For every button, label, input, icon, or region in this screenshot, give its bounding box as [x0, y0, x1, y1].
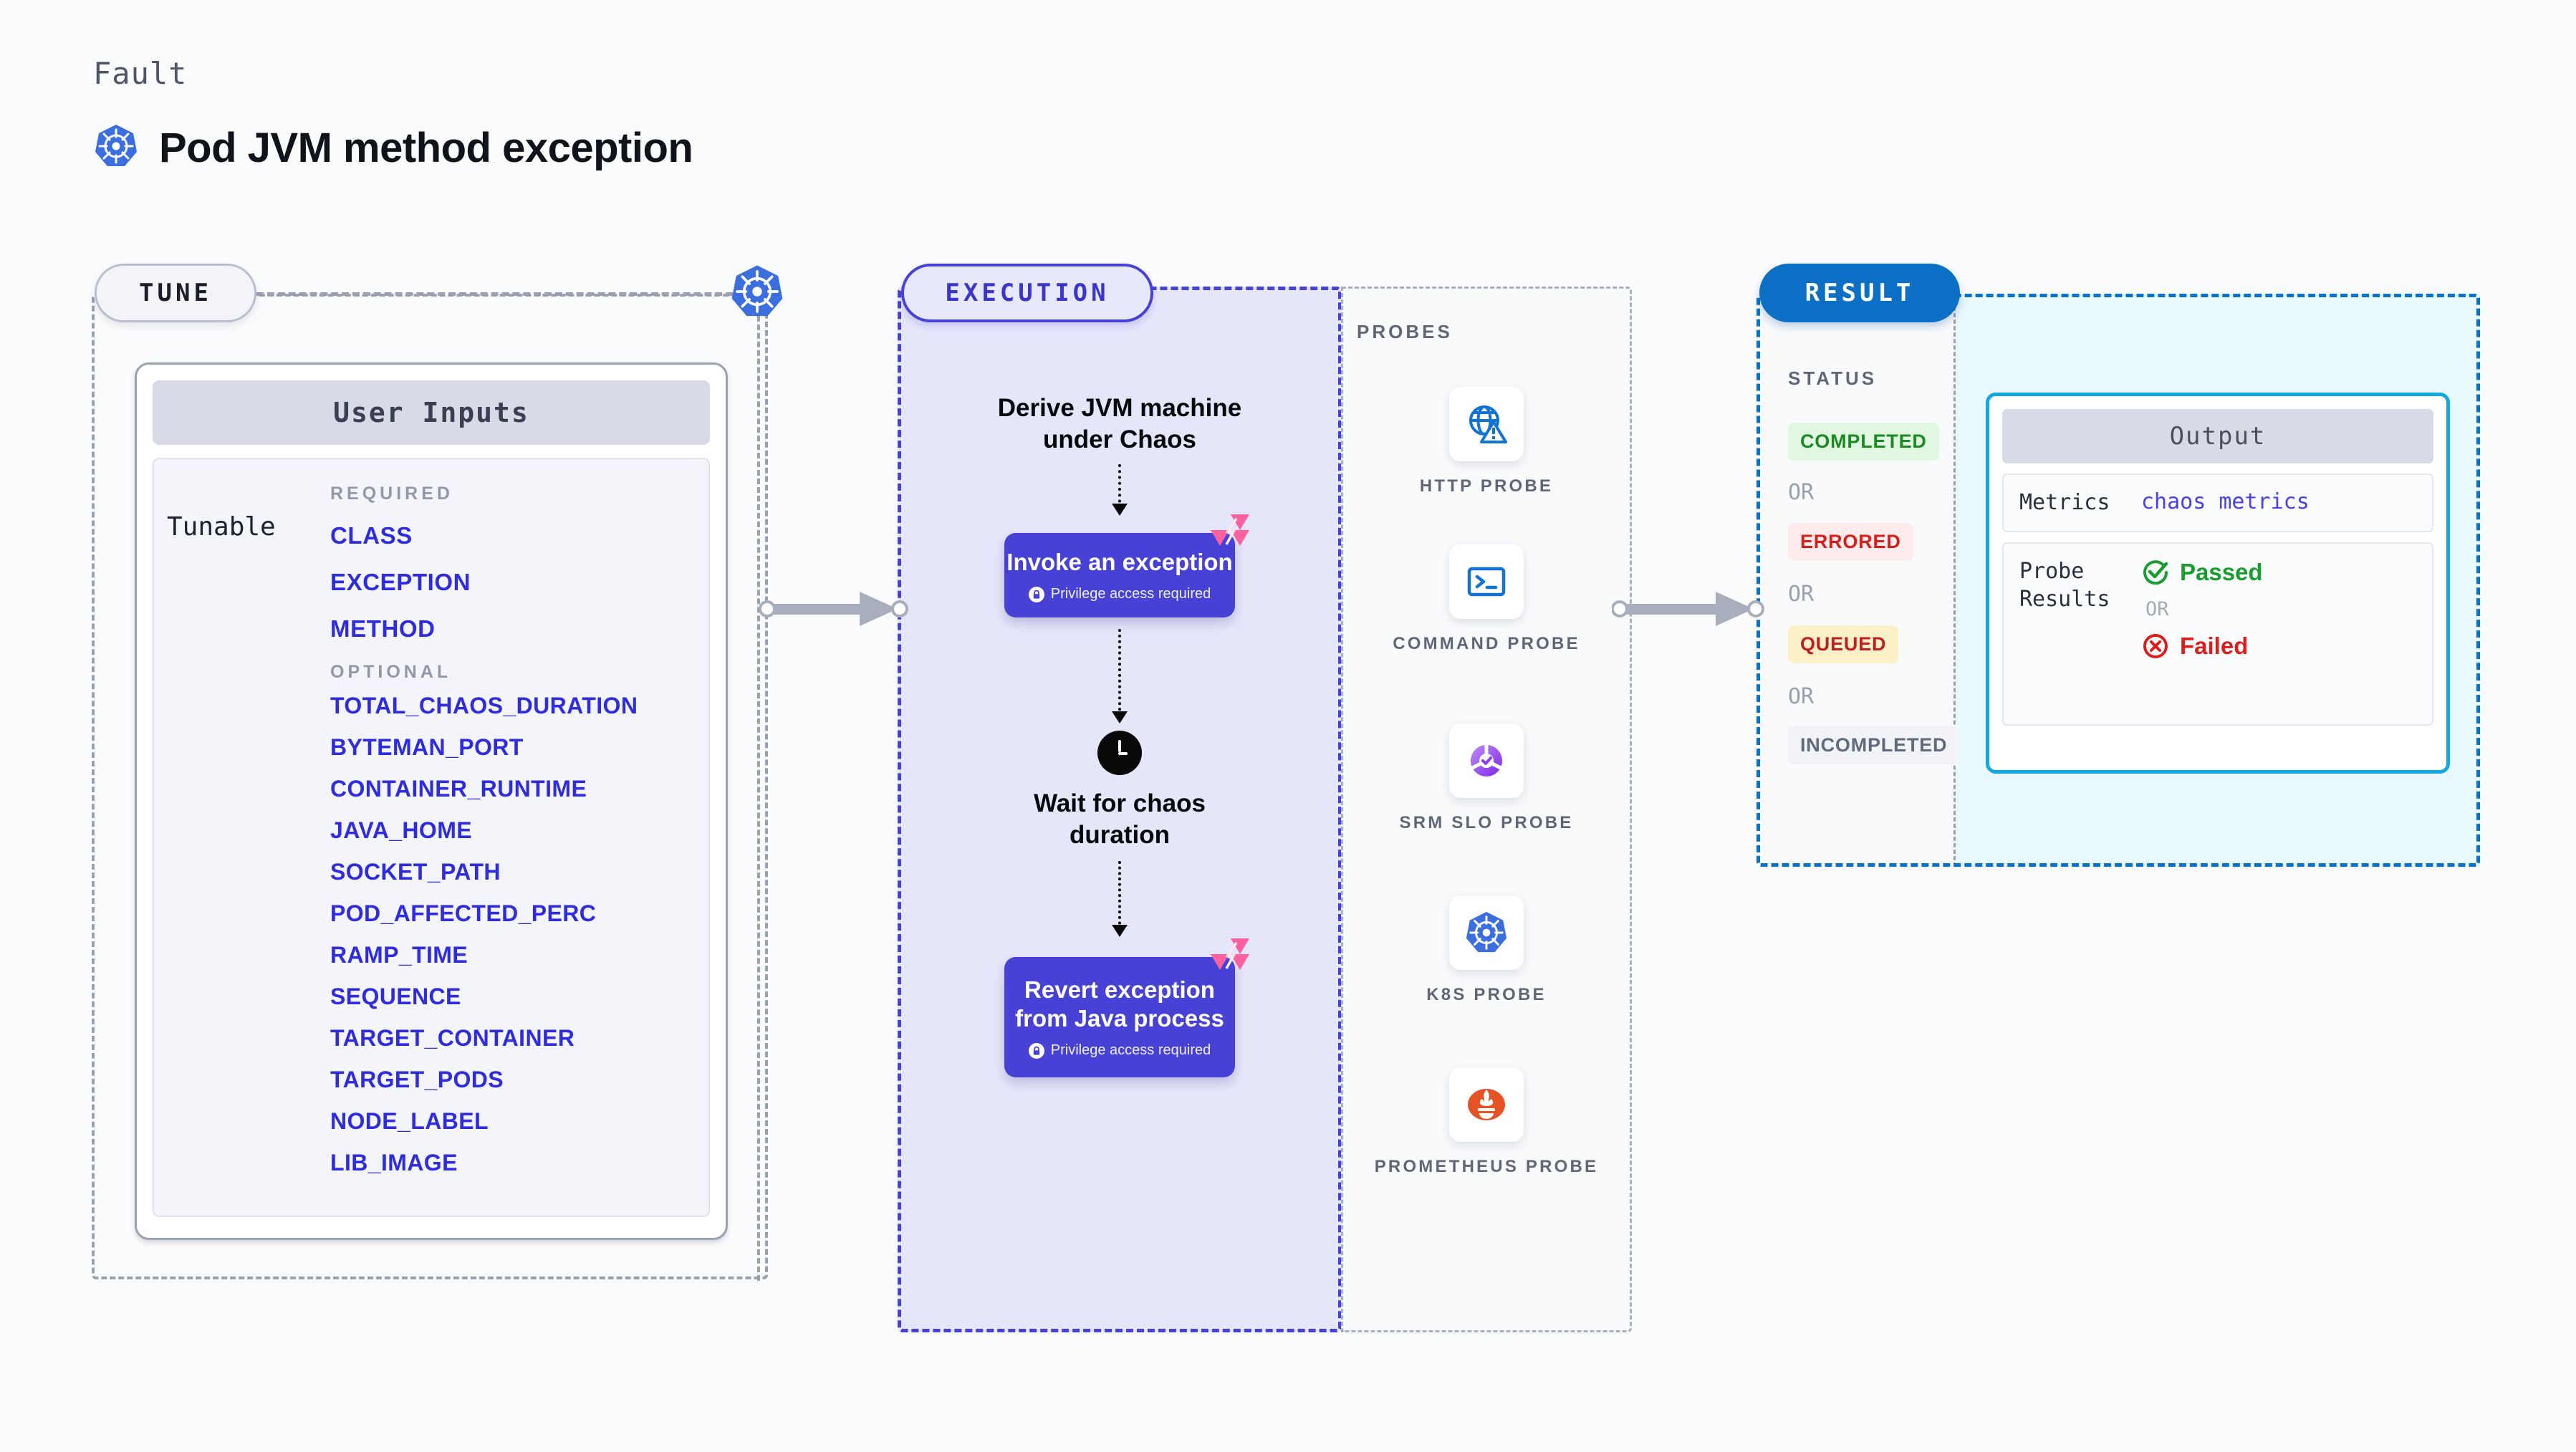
probe-command-caption: COMMAND PROBE [1393, 634, 1580, 653]
stage-pill-execution[interactable]: EXECUTION [901, 264, 1153, 322]
fault-kicker: Fault [93, 56, 188, 91]
param-class[interactable]: CLASS [330, 522, 413, 549]
output-metrics-row: Metrics chaos metrics [2002, 473, 2433, 533]
output-metrics-value[interactable]: chaos metrics [2141, 489, 2310, 514]
clock-icon [1097, 731, 1142, 775]
param-exception[interactable]: EXCEPTION [330, 569, 471, 595]
param-target-container[interactable]: TARGET_CONTAINER [330, 1025, 575, 1051]
user-inputs-card: User Inputs Tunable REQUIRED CLASS EXCEP… [135, 362, 728, 1240]
probe-srm-slo[interactable]: SRM SLO PROBE [1341, 723, 1632, 835]
status-or-3: OR [1788, 684, 1815, 709]
kubernetes-icon [93, 123, 139, 173]
tune-vertical-guide [757, 290, 760, 1281]
check-circle-icon [2143, 560, 2168, 585]
output-card-title: Output [2002, 409, 2433, 463]
status-or-1: OR [1788, 480, 1815, 505]
probes-region [1341, 287, 1632, 1332]
litmus-logo-icon [1209, 513, 1251, 554]
stage-pill-result[interactable]: RESULT [1759, 264, 1960, 322]
output-card: Output Metrics chaos metrics Probe Resul… [1986, 393, 2450, 774]
status-section-label: STATUS [1788, 367, 1878, 389]
lock-icon [1028, 1042, 1044, 1059]
prometheus-icon [1449, 1067, 1524, 1142]
connector-tune-to-execution [759, 587, 910, 634]
status-badge-completed: COMPLETED [1788, 423, 1939, 461]
param-java-home[interactable]: JAVA_HOME [330, 817, 473, 843]
stage-pill-tune[interactable]: TUNE [95, 264, 256, 322]
param-socket-path[interactable]: SOCKET_PATH [330, 859, 501, 885]
required-group-title: REQUIRED [330, 484, 453, 504]
tune-horizontal-guide [256, 292, 744, 296]
output-metrics-key: Metrics [2019, 490, 2110, 515]
stage-pill-execution-label: EXECUTION [945, 279, 1110, 307]
litmus-logo-icon [1209, 937, 1251, 979]
output-probe-results-values: Passed OR Failed [2141, 558, 2263, 660]
kubernetes-icon [729, 264, 785, 319]
lock-icon [1028, 586, 1044, 602]
probe-http[interactable]: HTTP PROBE [1341, 387, 1632, 498]
param-pod-affected-perc[interactable]: POD_AFFECTED_PERC [330, 900, 597, 926]
probe-result-failed-label: Failed [2180, 633, 2249, 660]
execution-step-revert-exception[interactable]: Revert exception from Java process Privi… [1004, 938, 1249, 1077]
probe-k8s-caption: K8S PROBE [1426, 985, 1547, 1004]
execution-arrow-3 [1112, 861, 1128, 937]
optional-group-title: OPTIONAL [330, 662, 452, 682]
probe-command[interactable]: COMMAND PROBE [1341, 544, 1632, 655]
tunable-row-label: Tunable [167, 512, 276, 542]
probes-section-label: PROBES [1357, 321, 1453, 342]
status-badge-queued: QUEUED [1788, 625, 1899, 663]
tunable-body: Tunable REQUIRED CLASS EXCEPTION METHOD … [153, 458, 710, 1217]
execution-region [898, 287, 1342, 1332]
tunable-param-lists: REQUIRED CLASS EXCEPTION METHOD OPTIONAL… [330, 484, 708, 1216]
execution-step-invoke-exception[interactable]: Invoke an exception Privilege access req… [1004, 514, 1249, 617]
probe-srm-slo-caption: SRM SLO PROBE [1399, 813, 1574, 832]
probe-result-passed-label: Passed [2180, 559, 2263, 586]
output-probe-results-row: Probe Results Passed OR Failed [2002, 542, 2433, 726]
privilege-required-badge: Privilege access required [1028, 586, 1211, 602]
connector-probes-to-result [1611, 587, 1766, 634]
status-badge-errored: ERRORED [1788, 523, 1913, 561]
execution-arrow-2 [1112, 629, 1128, 723]
param-ramp-time[interactable]: RAMP_TIME [330, 942, 468, 968]
page-title: Pod JVM method exception [93, 123, 693, 173]
execution-step-invoke-exception-title: Invoke an exception [1006, 548, 1233, 575]
execution-arrow-1 [1112, 464, 1128, 516]
probe-http-caption: HTTP PROBE [1419, 476, 1554, 496]
stage-pill-tune-label: TUNE [139, 279, 212, 307]
execution-step-wait-for-chaos: Wait for chaos duration [1034, 789, 1206, 850]
result-region [1756, 294, 2480, 867]
param-lib-image[interactable]: LIB_IMAGE [330, 1150, 458, 1175]
execution-step-revert-exception-title: Revert exception from Java process [1015, 976, 1224, 1032]
param-container-runtime[interactable]: CONTAINER_RUNTIME [330, 776, 587, 802]
param-total-chaos-duration[interactable]: TOTAL_CHAOS_DURATION [330, 693, 638, 718]
user-inputs-title: User Inputs [153, 380, 710, 445]
privilege-required-label: Privilege access required [1050, 1042, 1211, 1059]
terminal-icon [1449, 544, 1524, 619]
probe-result-passed: Passed [2141, 558, 2263, 587]
privilege-required-label: Privilege access required [1050, 586, 1211, 602]
privilege-required-badge: Privilege access required [1028, 1042, 1211, 1059]
output-probe-results-key: Probe Results [2019, 559, 2110, 612]
probe-prometheus-caption: PROMETHEUS PROBE [1374, 1157, 1599, 1176]
srm-slo-icon [1449, 723, 1524, 798]
param-byteman-port[interactable]: BYTEMAN_PORT [330, 734, 524, 760]
status-or-2: OR [1788, 582, 1815, 607]
globe-warning-icon [1449, 387, 1524, 461]
x-circle-icon [2143, 634, 2168, 659]
param-target-pods[interactable]: TARGET_PODS [330, 1067, 504, 1092]
param-sequence[interactable]: SEQUENCE [330, 984, 461, 1009]
probe-result-failed: Failed [2141, 632, 2263, 660]
execution-step-derive-jvm: Derive JVM machine under Chaos [997, 394, 1242, 454]
result-status-area-bg [1756, 294, 1956, 867]
page-title-text: Pod JVM method exception [159, 125, 693, 171]
kubernetes-icon [1449, 895, 1524, 970]
probe-prometheus[interactable]: PROMETHEUS PROBE [1341, 1067, 1632, 1178]
probe-k8s[interactable]: K8S PROBE [1341, 895, 1632, 1006]
stage-pill-result-label: RESULT [1804, 279, 1915, 307]
param-method[interactable]: METHOD [330, 615, 436, 642]
param-node-label[interactable]: NODE_LABEL [330, 1108, 489, 1134]
probe-result-or: OR [2145, 598, 2169, 621]
status-badge-incompleted: INCOMPLETED [1788, 726, 1960, 764]
